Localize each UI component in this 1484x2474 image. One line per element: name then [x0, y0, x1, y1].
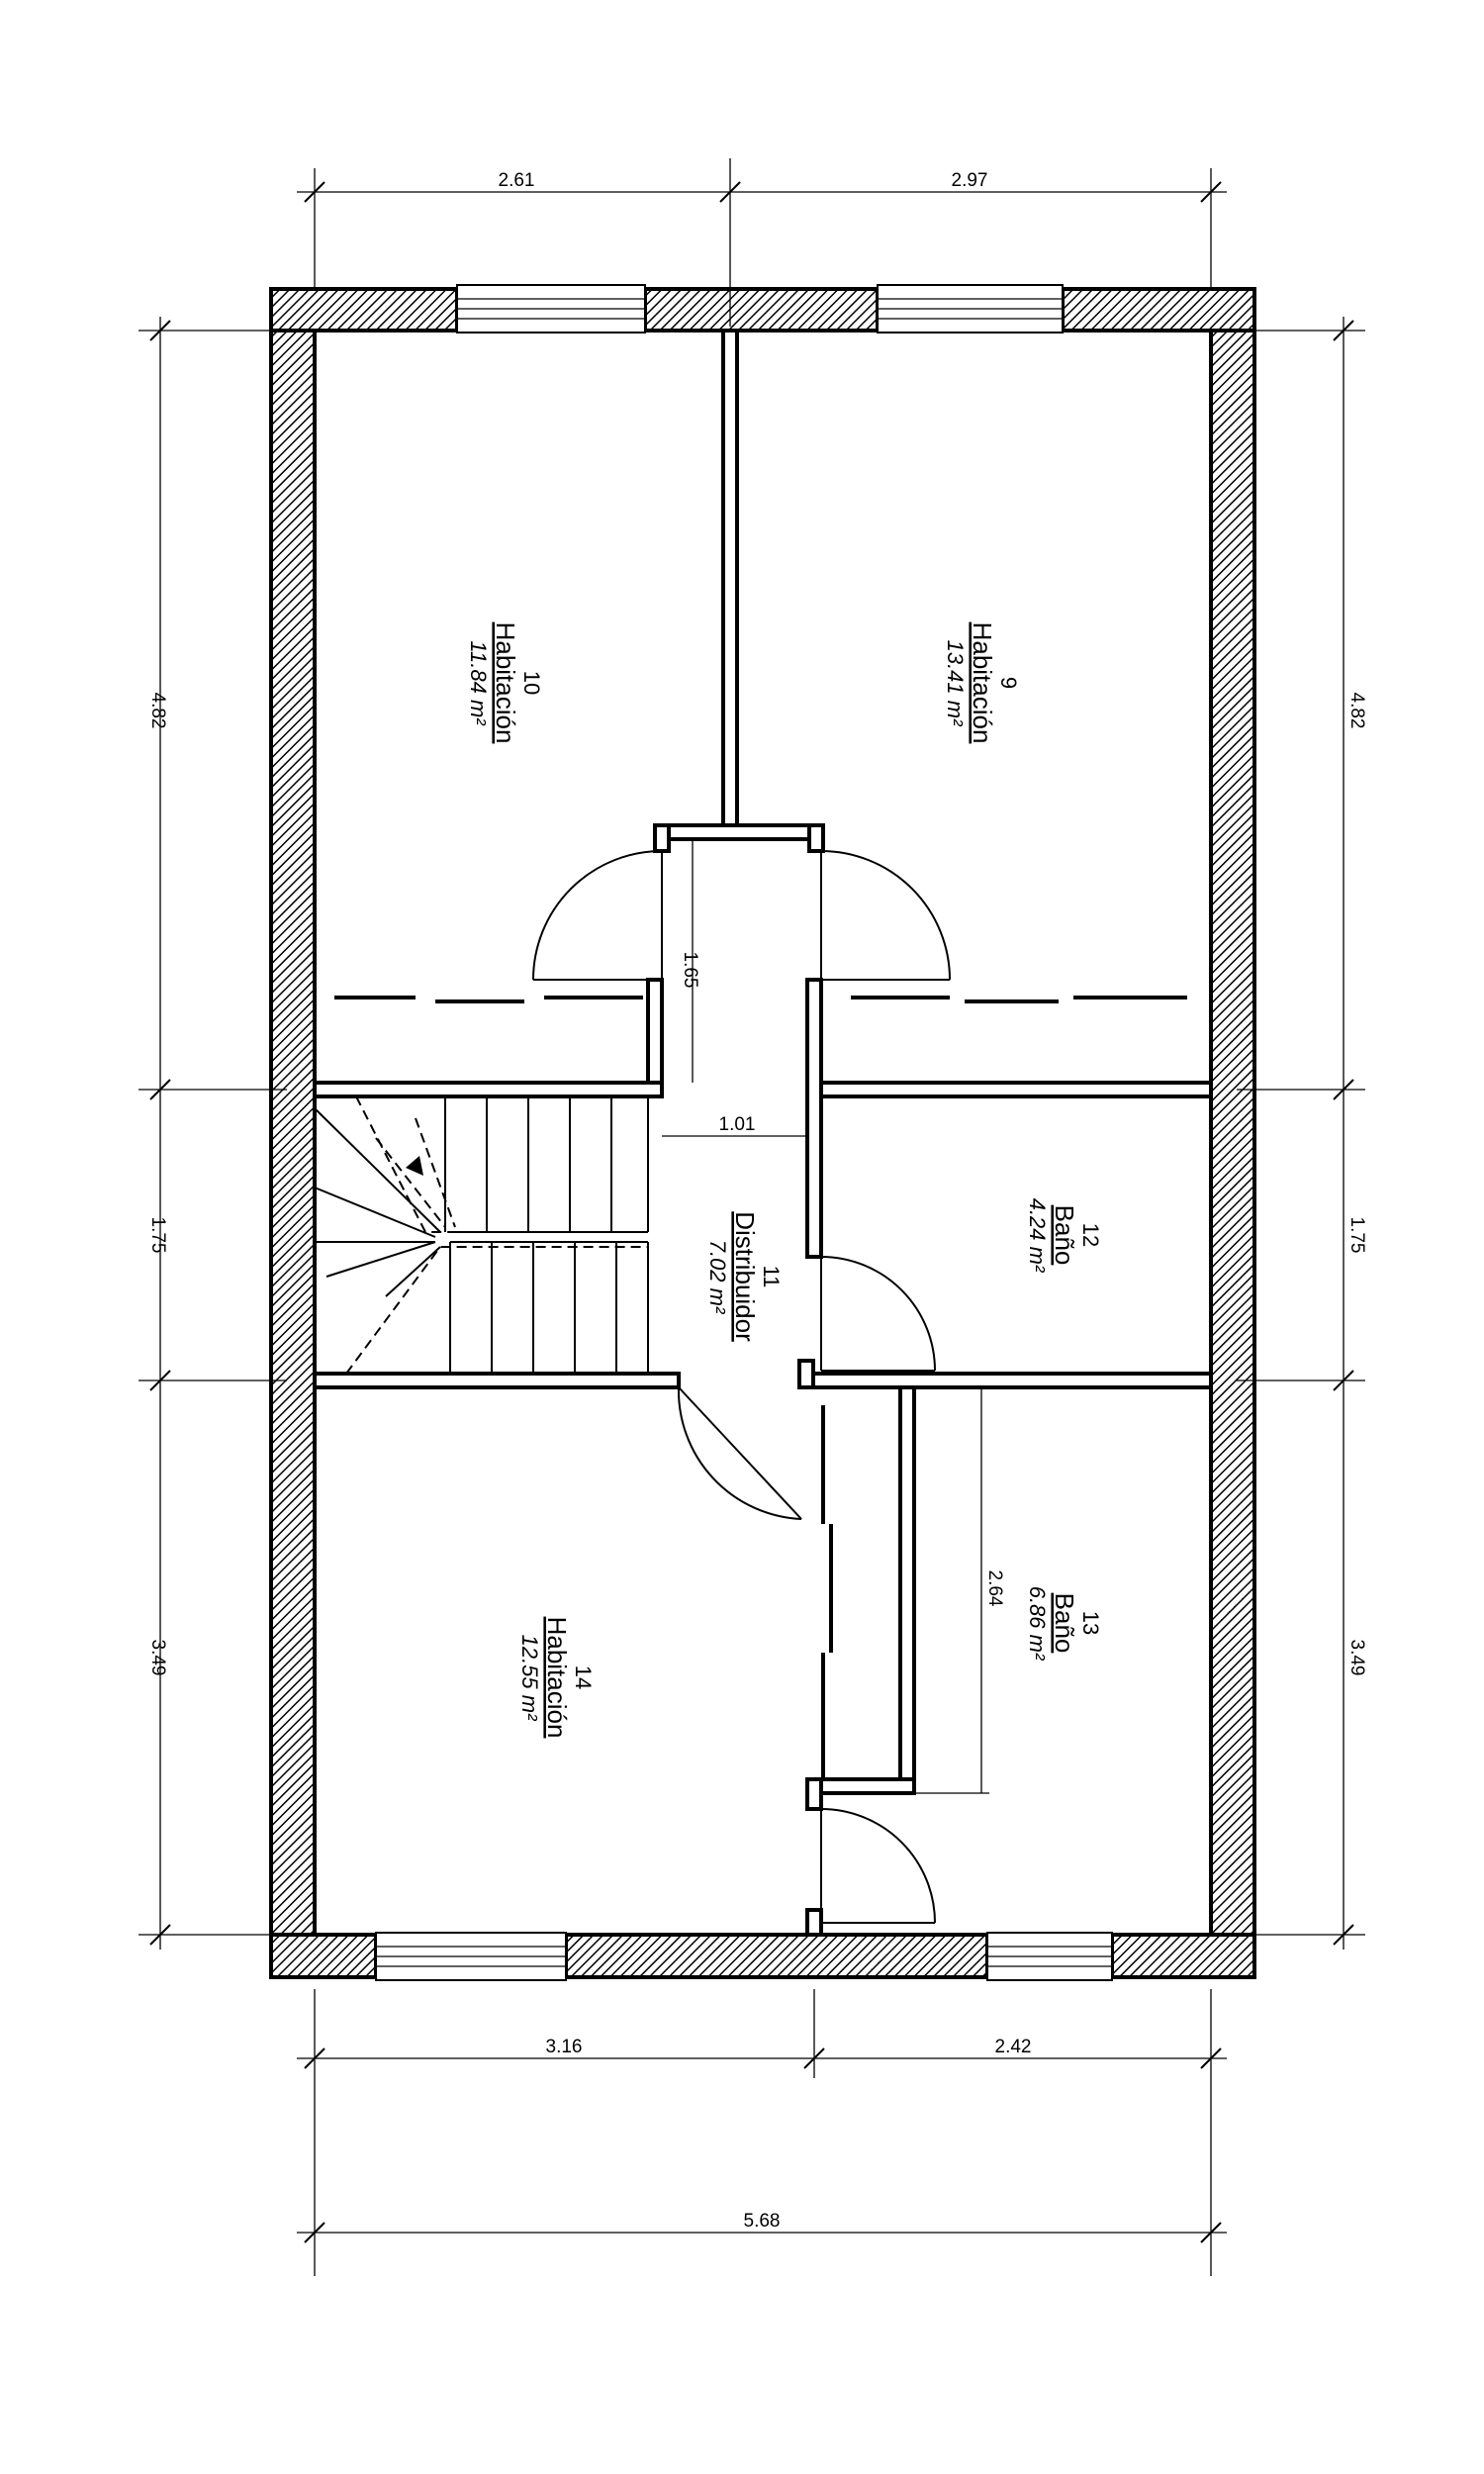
- room-number: 14: [571, 1665, 596, 1689]
- room-area: 13.41 m²: [943, 640, 968, 726]
- dim-right-middle: 1.75: [1346, 1217, 1367, 1254]
- room-label-14: 14 Habitación 12.55 m²: [517, 1617, 596, 1739]
- dim-hall-width: 1.01: [719, 1114, 756, 1135]
- room-area: 6.86 m²: [1025, 1586, 1050, 1661]
- dim-right-upper: 4.82: [1346, 693, 1367, 729]
- door-bath-13: [820, 1808, 936, 1924]
- room-number: 9: [996, 677, 1021, 689]
- room-name: Habitación: [491, 622, 520, 744]
- door-room-10: [532, 850, 663, 981]
- room-name: Baño: [1050, 1593, 1079, 1654]
- dim-bottom-total: 5.68: [744, 2211, 781, 2232]
- dim-top-left: 2.61: [499, 170, 535, 191]
- room-label-10: 10 Habitación 11.84 m²: [466, 622, 544, 744]
- door-bath-12: [820, 1256, 936, 1372]
- room-number: 10: [519, 671, 544, 695]
- dimension-labels: 2.61 2.97 4.82 1.75 3.49 4.82 1.75 3.49 …: [147, 170, 1367, 2232]
- door-room-9: [820, 850, 951, 981]
- door-room-14: [677, 1386, 802, 1520]
- room-name: Habitación: [542, 1617, 572, 1739]
- dim-bottom-left: 3.16: [546, 2037, 583, 2057]
- dim-left-middle: 1.75: [147, 1217, 168, 1254]
- dim-closet-length: 2.64: [984, 1570, 1005, 1607]
- window-bottom-right: [986, 1932, 1113, 1981]
- dim-top-right: 2.97: [952, 170, 988, 191]
- doors: [532, 850, 951, 1924]
- dim-left-lower: 3.49: [147, 1640, 168, 1676]
- interior-walls: [313, 329, 1213, 1937]
- wardrobe-lines: [334, 996, 1187, 1003]
- room-name: Habitación: [968, 622, 997, 744]
- room-label-13: 13 Baño 6.86 m²: [1025, 1586, 1103, 1661]
- room-name: Distribuidor: [730, 1211, 760, 1342]
- room-area: 12.55 m²: [517, 1635, 542, 1721]
- dim-left-upper: 4.82: [147, 693, 168, 729]
- room-area: 7.02 m²: [705, 1240, 730, 1314]
- room-label-11: 11 Distribuidor 7.02 m²: [705, 1211, 784, 1342]
- dimension-lines: [139, 158, 1365, 2276]
- dim-right-lower: 3.49: [1346, 1640, 1367, 1676]
- room-number: 12: [1078, 1223, 1103, 1247]
- room-label-12: 12 Baño 4.24 m²: [1025, 1198, 1103, 1273]
- dim-bottom-right: 2.42: [995, 2037, 1032, 2057]
- windows: [375, 284, 1113, 1981]
- closet-doors: [821, 1405, 833, 1781]
- window-top-left: [456, 284, 646, 333]
- room-area: 4.24 m²: [1025, 1198, 1050, 1273]
- window-top-right: [877, 284, 1064, 333]
- dim-hall-length: 1.65: [680, 952, 700, 989]
- room-label-9: 9 Habitación 13.41 m²: [943, 622, 1021, 744]
- room-number: 11: [759, 1266, 784, 1288]
- exterior-walls: [269, 287, 1256, 1979]
- room-area: 11.84 m²: [466, 640, 491, 725]
- staircase: [314, 1095, 649, 1375]
- room-name: Baño: [1050, 1205, 1079, 1266]
- window-bottom-left: [375, 1932, 567, 1981]
- room-number: 13: [1078, 1611, 1103, 1635]
